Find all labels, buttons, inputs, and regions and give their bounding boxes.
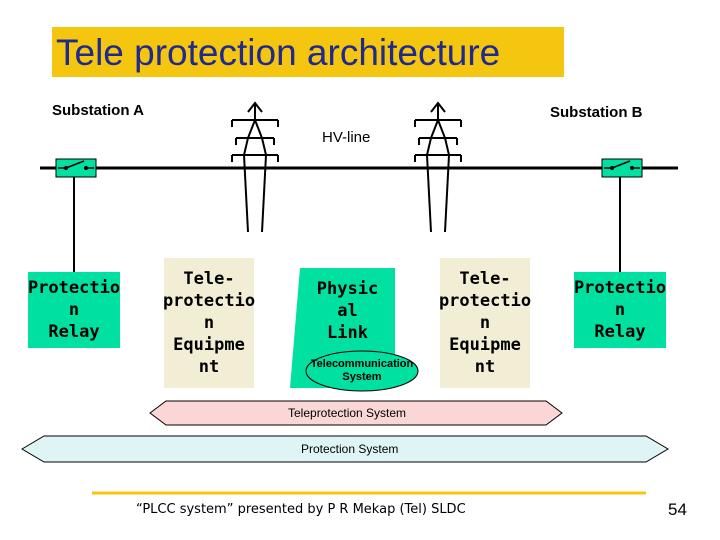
equip-b-line-4: Equipme xyxy=(449,335,521,355)
substation-b-label: Substation B xyxy=(550,104,643,121)
physical-link: Physic al Link xyxy=(300,276,395,346)
protection-system-arrow xyxy=(21,435,669,463)
equip-a-line-1: Tele- xyxy=(183,269,235,289)
telecom-line-1: Telecommunication xyxy=(310,358,414,370)
page-number: 54 xyxy=(668,500,687,519)
circuit-breaker-b-icon xyxy=(601,158,643,178)
telecommunication-system-label: Telecommunication System xyxy=(306,358,418,384)
title-background xyxy=(52,27,564,77)
physical-link-line-2: al xyxy=(337,301,358,321)
teleprotection-system-arrow xyxy=(149,400,563,426)
relay-b-line-1: Protectio xyxy=(573,278,667,298)
equip-b-line-1: Tele- xyxy=(459,269,511,289)
relay-b-line-2: n xyxy=(614,300,626,320)
transmission-tower-a-icon xyxy=(231,101,279,233)
relay-b-line-3: Relay xyxy=(594,322,646,342)
substation-a-label: Substation A xyxy=(52,102,144,119)
relay-a-line-3: Relay xyxy=(48,322,100,342)
telecom-system-shape xyxy=(305,350,419,392)
protection-system-label: Protection System xyxy=(301,442,399,456)
equip-a-line-5: nt xyxy=(198,357,220,377)
circuit-breaker-a-icon xyxy=(55,158,97,178)
relay-a-line-1: Protectio xyxy=(27,278,121,298)
relay-a-line-2: n xyxy=(68,300,80,320)
equip-a-line-4: Equipme xyxy=(173,335,245,355)
equip-a-line-3: n xyxy=(203,313,215,333)
hv-line-label: HV-line xyxy=(322,129,371,146)
equip-b-line-3: n xyxy=(479,313,491,333)
page-title: Tele protection architecture xyxy=(56,32,501,73)
teleprotection-equipment-a: Tele- protectio n Equipme nt xyxy=(162,258,256,388)
transmission-tower-b-icon xyxy=(414,101,462,233)
protection-relay-a: Protectio n Relay xyxy=(28,272,120,348)
equip-b-line-5: nt xyxy=(474,357,496,377)
equip-b-line-2: protectio xyxy=(438,291,532,311)
physical-link-line-3: Link xyxy=(327,323,368,343)
footer-credit: “PLCC system” presented by P R Mekap (Te… xyxy=(136,502,466,517)
teleprotection-system-label: Teleprotection System xyxy=(288,406,407,420)
telecom-line-2: System xyxy=(342,371,382,383)
equip-a-line-2: protectio xyxy=(162,291,256,311)
teleprotection-equipment-b: Tele- protectio n Equipme nt xyxy=(438,258,532,388)
physical-link-line-1: Physic xyxy=(316,279,379,299)
protection-relay-b: Protectio n Relay xyxy=(574,272,666,348)
